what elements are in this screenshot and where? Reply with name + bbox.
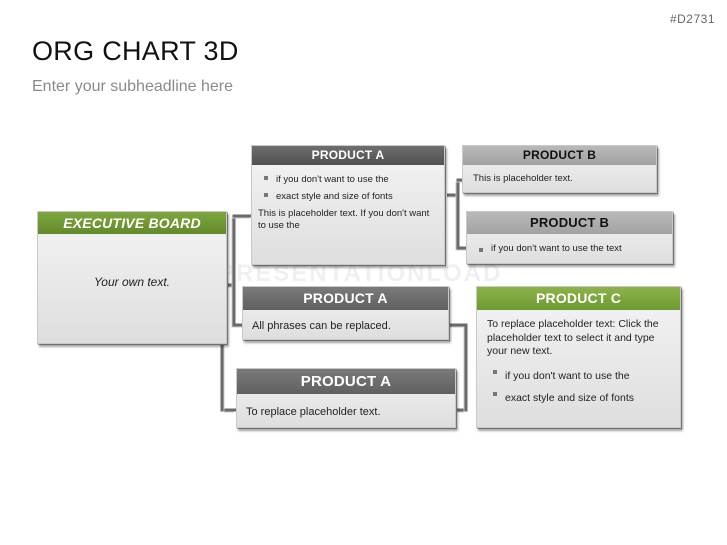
executive-board-text: Your own text. [93,274,171,289]
product-a-mid-card: PRODUCT A All phrases can be replaced. [242,286,449,340]
product-c-header: PRODUCT C [477,287,680,310]
list-item: if you don't want to use the [258,171,438,188]
product-b-bottom-body: if you don't want to use the text [467,243,672,254]
product-c-body: To replace placeholder text: Click the p… [477,318,680,409]
page-title: ORG CHART 3D [32,36,239,66]
product-a-bottom-card: PRODUCT A To replace placeholder text. [236,368,456,428]
product-a-top-header: PRODUCT A [252,146,444,165]
product-a-bottom-text: To replace placeholder text. [246,406,381,418]
product-b-bottom-card: PRODUCT B if you don't want to use the t… [466,211,673,264]
executive-board-header: EXECUTIVE BOARD [38,212,226,234]
list-item: if you don't want to use the [487,365,670,387]
product-b-bottom-bullets: if you don't want to use the text [473,243,666,254]
product-a-top-bullets: if you don't want to use the exact style… [258,171,438,205]
product-b-bottom-header: PRODUCT B [467,212,672,234]
product-b-top-header: PRODUCT B [463,146,656,165]
product-a-bottom-body: To replace placeholder text. [237,406,455,418]
executive-board-card: EXECUTIVE BOARD Your own text. [37,211,227,344]
connector-a-to-c [450,323,468,412]
product-a-mid-header: PRODUCT A [243,287,448,310]
product-b-top-text: This is placeholder text. [473,173,573,184]
slide-id: #D2731 [669,12,715,26]
product-a-top-text: This is placeholder text. If you don't w… [258,208,430,231]
list-item: if you don't want to use the text [473,243,666,254]
list-item: exact style and size of fonts [487,387,670,409]
product-a-mid-text: All phrases can be replaced. [252,320,391,332]
product-c-text: To replace placeholder text: Click the p… [487,318,659,357]
product-b-top-card: PRODUCT B This is placeholder text. [462,145,657,193]
product-c-bullets: if you don't want to use the exact style… [487,365,670,409]
executive-board-body: Your own text. [38,234,226,343]
product-a-mid-body: All phrases can be replaced. [243,320,448,332]
product-c-card: PRODUCT C To replace placeholder text: C… [476,286,681,428]
product-b-top-body: This is placeholder text. [463,173,656,184]
list-item: exact style and size of fonts [258,188,438,205]
product-a-bottom-header: PRODUCT A [237,369,455,394]
product-a-top-card: PRODUCT A if you don't want to use the e… [251,145,445,265]
page-subtitle: Enter your subheadline here [32,78,234,95]
product-a-top-body: if you don't want to use the exact style… [252,171,444,232]
